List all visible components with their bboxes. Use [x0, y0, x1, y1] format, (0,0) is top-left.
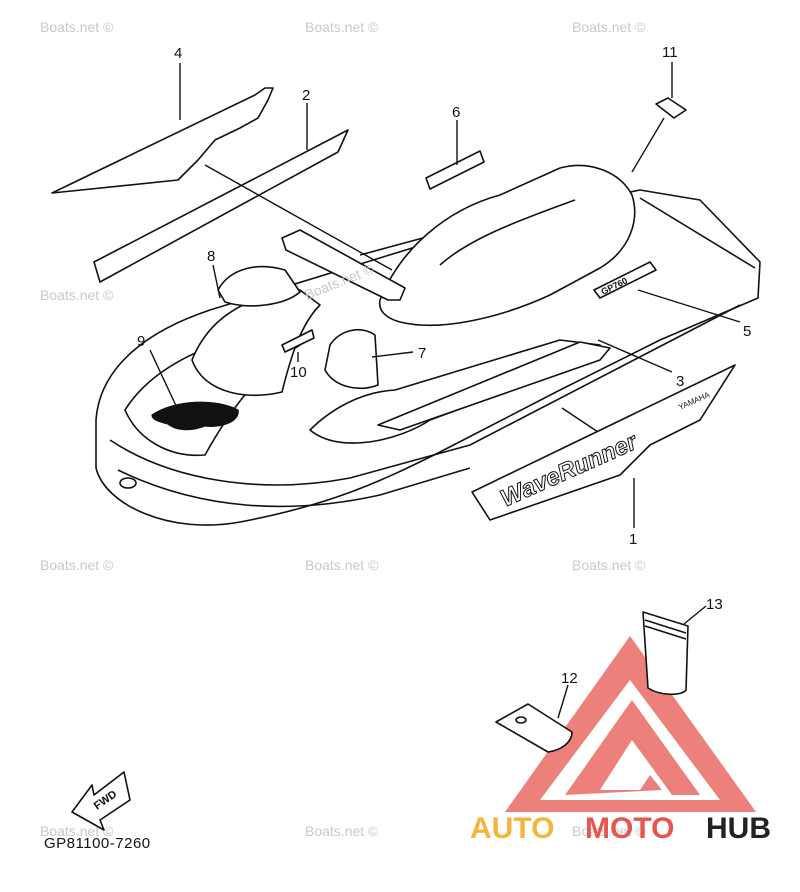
- decal-11: [655, 97, 687, 119]
- callout-9: 9: [137, 333, 145, 350]
- seat-seam: [439, 199, 576, 266]
- leader-13: [683, 605, 707, 625]
- callout-8: 8: [207, 248, 215, 265]
- hull-body: [95, 189, 761, 526]
- leader-5: [637, 289, 741, 323]
- watermark: Boats.net ©: [40, 823, 114, 839]
- logo-hub: HUB: [706, 812, 771, 845]
- callout-11: 11: [662, 44, 678, 61]
- leader-8: [212, 264, 221, 299]
- callout-5: 5: [743, 323, 751, 340]
- decal-2-stripe: [93, 129, 349, 283]
- steering-cover-8: [217, 265, 301, 307]
- leader-3: [597, 339, 673, 373]
- automotohub-logo: AUTO MOTO HUB: [470, 636, 771, 845]
- callout-4: 4: [174, 45, 182, 62]
- decal-4-shape: [51, 87, 274, 194]
- leader-12: [557, 684, 569, 719]
- hull-gunwale: [109, 304, 741, 486]
- watermarks: Boats.net © Boats.net © Boats.net © Boat…: [40, 19, 646, 839]
- decal-10: [281, 329, 315, 353]
- leader-1b: [561, 407, 599, 433]
- decal-1-shape: [471, 364, 736, 521]
- decal-13: [642, 611, 689, 696]
- watermark: Boats.net ©: [40, 557, 114, 573]
- watermark: Boats.net ©: [305, 557, 379, 573]
- callout-numbers: 4 2 6 11 8 9 10 7 5 3 1 12 13: [137, 44, 751, 687]
- watermark: Boats.net ©: [40, 19, 114, 35]
- leader-4-to-bar: [204, 164, 393, 271]
- decal-13-stripes: [644, 619, 687, 640]
- watermark: Boats.net ©: [305, 19, 379, 35]
- diagram-code: GP81100-7260: [44, 835, 151, 852]
- bow-cleat: [119, 477, 137, 489]
- callout-1: 1: [629, 531, 637, 548]
- leader-7: [371, 351, 414, 358]
- watermark: Boats.net ©: [572, 557, 646, 573]
- fwd-arrow: FWD: [71, 771, 131, 831]
- callout-10: 10: [290, 364, 307, 381]
- leader-9: [149, 349, 179, 411]
- decal-12: [495, 703, 573, 753]
- leader-11b: [631, 117, 665, 173]
- badge-5-body: [593, 261, 657, 299]
- seat: [378, 164, 636, 327]
- callout-6: 6: [452, 104, 460, 121]
- decal-6: [425, 150, 485, 190]
- watermark: Boats.net ©: [572, 19, 646, 35]
- side-panel-3: [377, 341, 611, 431]
- hull-rear-rail: [639, 197, 756, 269]
- callout-2: 2: [302, 87, 310, 104]
- hull-chine: [117, 467, 471, 508]
- callout-12: 12: [561, 670, 578, 687]
- side-pad-7: [324, 329, 379, 390]
- fwd-arrow-shape: [71, 771, 131, 831]
- watermark: Boats.net ©: [572, 823, 646, 839]
- jetski-hull: GP760: [95, 164, 761, 526]
- logo-g-shape: [565, 700, 700, 795]
- callout-3: 3: [676, 373, 684, 390]
- decal-12-hole: [515, 716, 527, 724]
- logo-auto: AUTO: [470, 812, 554, 845]
- watermark: Boats.net ©: [40, 287, 114, 303]
- callout-7: 7: [418, 345, 426, 362]
- handlebar: [281, 229, 406, 301]
- watermark: Boats.net ©: [305, 823, 379, 839]
- leader-lines: [149, 62, 741, 719]
- logo-moto: MOTO: [585, 812, 674, 845]
- decal-9-bow-logo: [151, 401, 239, 431]
- callout-13: 13: [706, 596, 723, 613]
